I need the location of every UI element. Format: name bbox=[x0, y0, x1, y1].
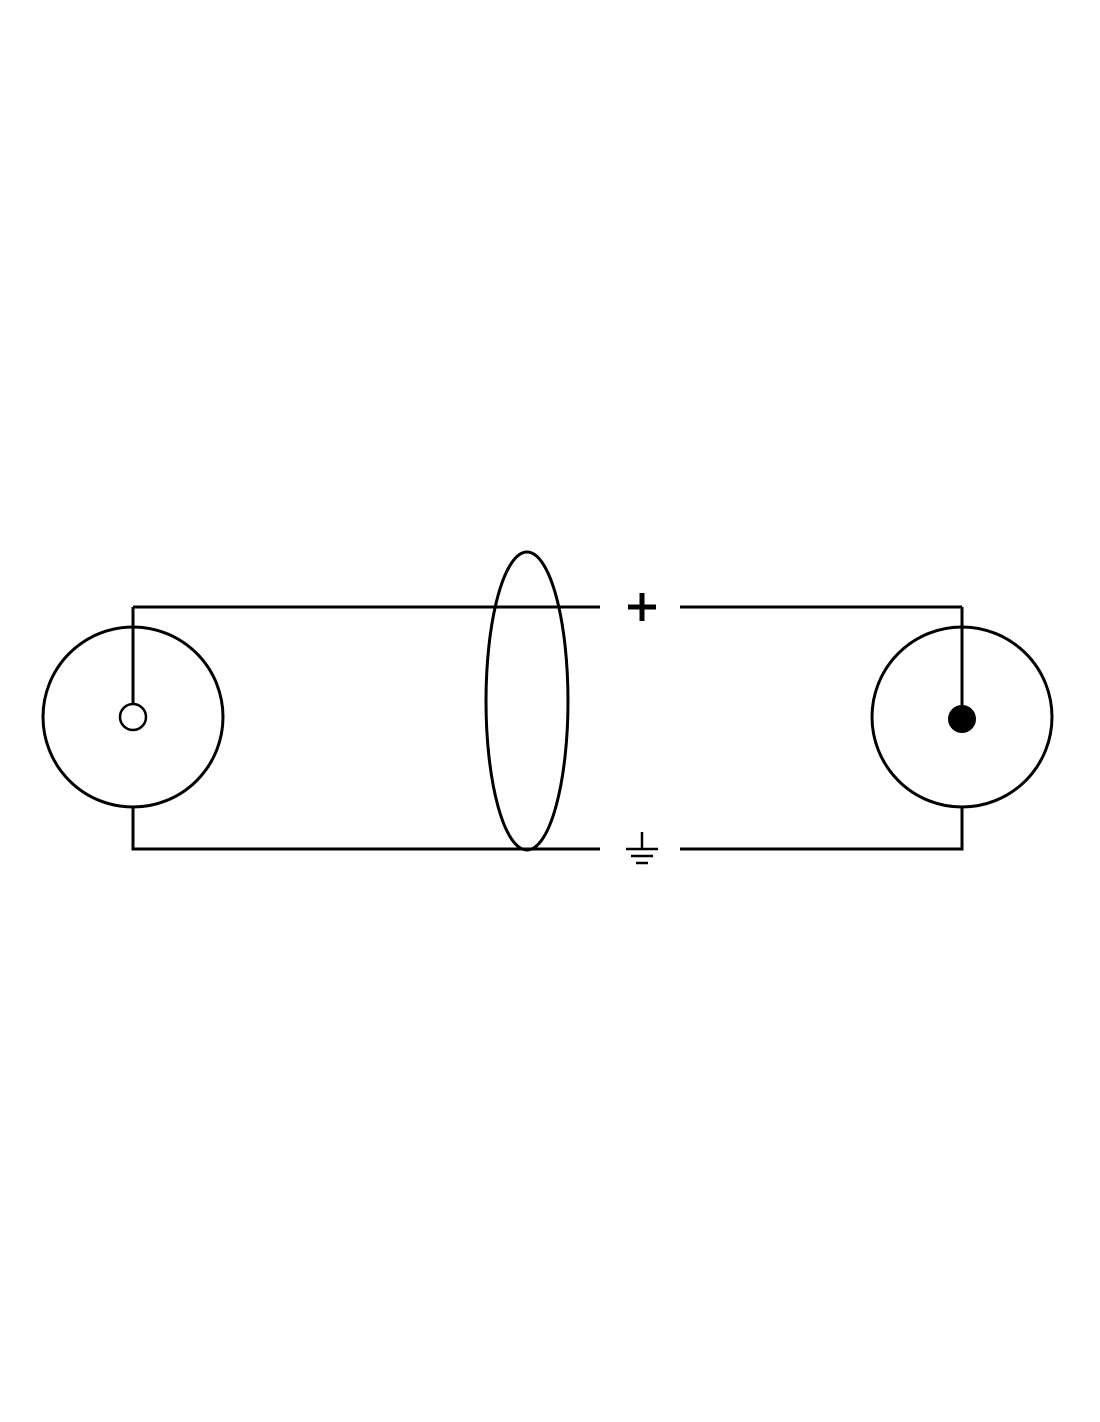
plus-icon bbox=[628, 593, 656, 621]
right-filled-pin-icon bbox=[948, 705, 976, 733]
left-connector bbox=[41, 607, 225, 809]
cable-bundle-ellipse-icon bbox=[484, 550, 570, 852]
ground-icon bbox=[626, 832, 658, 865]
ground-wire-right bbox=[680, 807, 964, 851]
ground-conductor bbox=[131, 807, 964, 865]
signal-conductor bbox=[133, 593, 962, 621]
left-open-pin-icon bbox=[118, 702, 148, 732]
ground-wire-left bbox=[131, 807, 600, 851]
right-connector bbox=[870, 607, 1054, 809]
